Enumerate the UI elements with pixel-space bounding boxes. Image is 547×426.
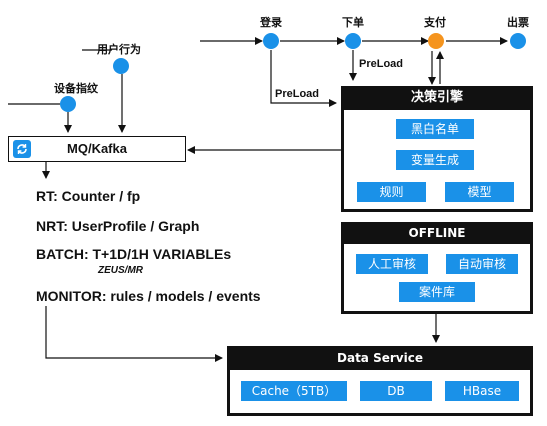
db-button: DB	[360, 381, 432, 401]
variable-generation-button: 变量生成	[396, 150, 474, 170]
ticket-label: 出票	[507, 16, 529, 29]
blackwhite-list-button: 黑白名单	[396, 119, 474, 139]
layer-nrt: NRT: UserProfile / Graph	[36, 218, 200, 234]
rules-button: 规则	[357, 182, 426, 202]
login-label: 登录	[260, 16, 282, 29]
order-node	[345, 33, 361, 49]
layer-batch-sub: ZEUS/MR	[98, 265, 143, 276]
sync-icon	[13, 140, 31, 158]
user-behavior-label: 用户行为	[97, 43, 141, 56]
pay-node	[428, 33, 444, 49]
monitor-to-dataservice-arrow	[45, 306, 223, 362]
data-service-box: Data Service Cache（5TB） DB HBase	[227, 346, 533, 416]
data-service-title: Data Service	[337, 351, 423, 365]
login-node	[263, 33, 279, 49]
manual-review-button: 人工审核	[356, 254, 428, 274]
decision-engine-box: 决策引擎 黑白名单 变量生成 规则 模型	[341, 86, 533, 212]
decision-engine-body: 黑白名单 变量生成 规则 模型	[343, 109, 531, 210]
decision-engine-title: 决策引擎	[410, 90, 463, 105]
device-fingerprint-node	[60, 96, 76, 112]
model-button: 模型	[445, 182, 514, 202]
offline-body: 人工审核 自动审核 案件库	[343, 243, 531, 312]
layer-rt: RT: Counter / fp	[36, 188, 141, 204]
offline-title: OFFLINE	[408, 226, 466, 240]
pay-label: 支付	[424, 16, 446, 29]
hbase-button: HBase	[445, 381, 519, 401]
user-behavior-node	[113, 58, 129, 74]
ticket-node	[510, 33, 526, 49]
order-label: 下单	[342, 16, 364, 29]
device-fingerprint-label: 设备指纹	[54, 82, 98, 95]
layer-batch: BATCH: T+1D/1H VARIABLEs	[36, 246, 232, 262]
auto-review-button: 自动审核	[446, 254, 518, 274]
mq-kafka-label: MQ/Kafka	[67, 141, 127, 156]
data-service-body: Cache（5TB） DB HBase	[229, 369, 531, 414]
login-preload-arrow	[270, 50, 337, 107]
preload-label-order: PreLoad	[359, 58, 404, 70]
offline-box: OFFLINE 人工审核 自动审核 案件库	[341, 222, 533, 314]
mq-kafka-box: MQ/Kafka	[8, 136, 186, 162]
case-library-button: 案件库	[399, 282, 475, 302]
layer-monitor: MONITOR: rules / models / events	[36, 288, 261, 304]
cache-button: Cache（5TB）	[241, 381, 347, 401]
preload-label-login: PreLoad	[275, 88, 320, 100]
